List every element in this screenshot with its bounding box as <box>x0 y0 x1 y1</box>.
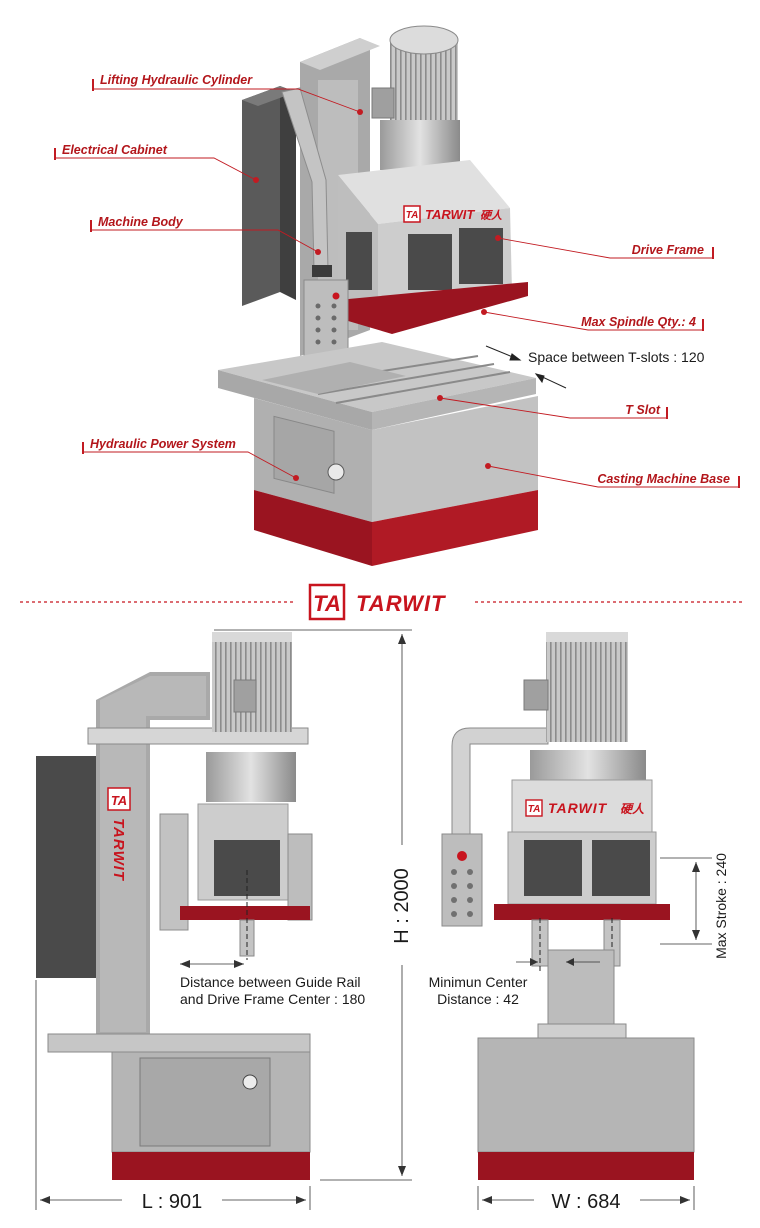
side-table <box>47 1033 311 1053</box>
brand-logo-letters: TA <box>313 591 341 616</box>
side-brand-vertical: TARWIT <box>110 818 127 882</box>
drive-frame-top <box>338 160 510 224</box>
callout-t-slot: T Slot <box>625 403 661 417</box>
control-pendant <box>303 279 349 359</box>
callout-max-spindle: Max Spindle Qty.: 4 <box>581 315 696 329</box>
callout-lines <box>56 88 738 488</box>
callout-lifting-cylinder: Lifting Hydraulic Cylinder <box>100 73 253 87</box>
side-logo-letters: TA <box>111 793 127 808</box>
callout-hydraulic-power: Hydraulic Power System <box>90 437 236 451</box>
guide-rail-label-line2: and Drive Frame Center : 180 <box>180 991 365 1007</box>
side-gauge-icon <box>242 1074 258 1090</box>
max-stroke-label: Max Stroke : 240 <box>713 853 729 959</box>
pressure-gauge-icon <box>327 463 345 481</box>
front-motor <box>546 632 628 742</box>
min-center-label-line2: Distance : 42 <box>437 991 519 1007</box>
side-logo-icon <box>107 787 131 811</box>
front-brand-suffix: 硬人 <box>620 802 645 816</box>
min-center-label-line1: Minimun Center <box>429 974 528 990</box>
width-label: W : 684 <box>552 1191 621 1213</box>
guide-rail-label-line1: Distance between Guide Rail <box>180 974 361 990</box>
callout-drive-frame: Drive Frame <box>632 243 704 257</box>
front-cylinder-arm <box>451 727 549 835</box>
spindle-plate <box>338 282 528 334</box>
tarwit-logo-icon <box>403 205 421 223</box>
red-base-skirt <box>372 490 538 566</box>
length-label: L : 901 <box>142 1191 202 1213</box>
front-logo-icon <box>525 799 543 817</box>
side-view: TA TARWIT <box>36 632 313 1180</box>
callout-machine-body: Machine Body <box>98 215 184 229</box>
dimension-arrowheads <box>40 634 700 1204</box>
front-brand-name: TARWIT <box>548 800 608 816</box>
front-logo-letters: TA <box>528 804 541 815</box>
callout-markers <box>54 79 740 488</box>
brand-logo-icon <box>308 583 346 621</box>
side-red-base <box>112 1152 310 1180</box>
tslot-space-label: Space between T-slots : 120 <box>528 349 705 365</box>
front-control-pendant <box>441 833 483 927</box>
side-electrical-cabinet <box>36 756 96 978</box>
callout-casting-base: Casting Machine Base <box>597 472 730 486</box>
electrical-cabinet <box>242 86 280 306</box>
dimension-lines <box>35 629 712 1210</box>
badge-brand-suffix: 硬人 <box>480 209 503 222</box>
isometric-view: TA TARWIT 硬人 <box>218 25 538 566</box>
front-view: TA TARWIT 硬人 <box>441 632 695 1180</box>
front-red-base <box>478 1152 694 1180</box>
badge-logo-letters: TA <box>406 210 419 221</box>
badge-brand-name: TARWIT <box>425 207 475 222</box>
front-base <box>477 1037 695 1153</box>
front-spindle-plate <box>494 904 670 920</box>
callout-electrical-cabinet: Electrical Cabinet <box>62 143 168 157</box>
height-label: H : 2000 <box>391 868 413 944</box>
side-spindle-plate <box>180 906 310 920</box>
tslot-arrows <box>485 345 567 389</box>
brand-name: TARWIT <box>356 591 446 616</box>
